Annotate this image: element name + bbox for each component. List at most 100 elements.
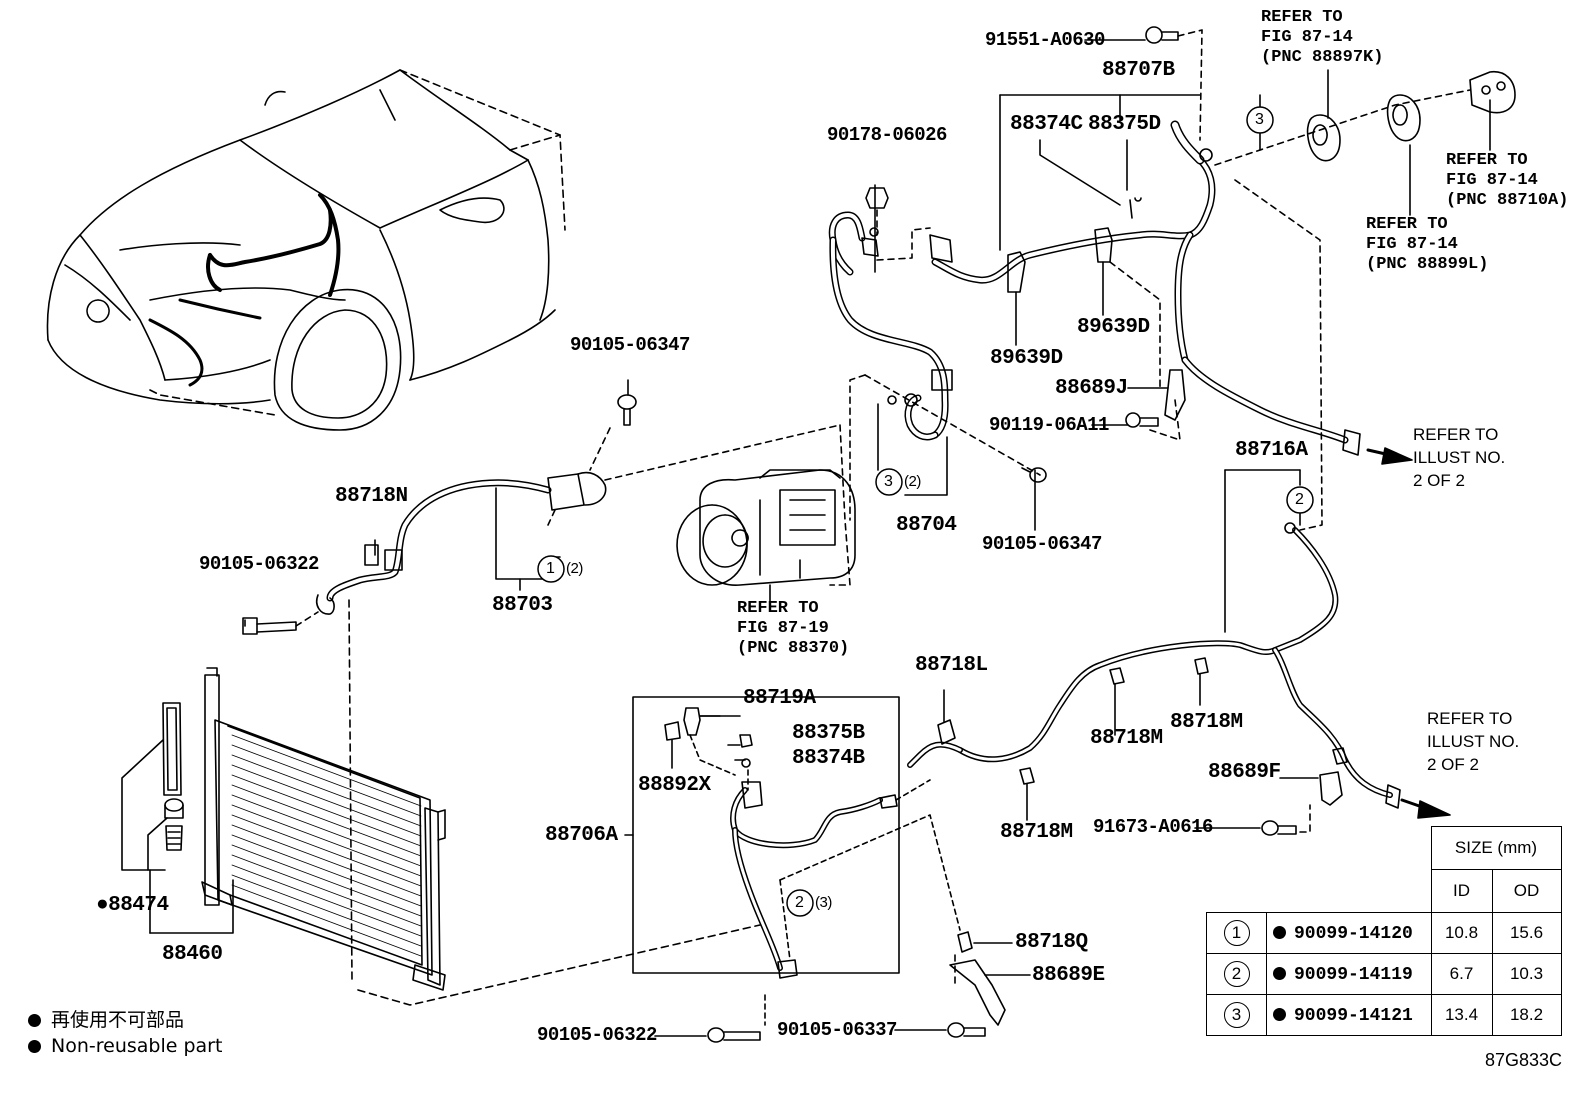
- cap-88375B: [739, 734, 753, 768]
- bracket-89639D: [1007, 227, 1113, 293]
- condenser-fins: [231, 734, 422, 957]
- callout-quantity: (2): [904, 473, 921, 490]
- part-label-90105-06322: 90105-06322: [199, 553, 319, 575]
- table-row: 3 90099-14121 13.4 18.2: [1206, 994, 1562, 1036]
- reference-note-illust-2: REFER TO ILLUST NO. 2 OF 2: [1413, 425, 1506, 490]
- callout-number: 3: [884, 473, 893, 490]
- oring-id: 13.4: [1430, 994, 1493, 1036]
- row-number: 1: [1223, 920, 1250, 946]
- bolt-91551-A0630: [1145, 26, 1179, 44]
- part-label-88374C: 88374C: [1010, 113, 1083, 136]
- legend-text-jp: 再使用不可部品: [51, 1009, 185, 1031]
- callout-number: 1: [546, 560, 555, 577]
- part-label-90119-06A11: 90119-06A11: [989, 414, 1109, 436]
- column-header-id: ID: [1430, 869, 1493, 913]
- part-label-88718N: 88718N: [335, 485, 408, 508]
- hose-88703-dashed: [295, 424, 841, 627]
- oring-callout-1: [537, 555, 565, 583]
- callout-number: 2: [795, 894, 804, 911]
- callout-quantity: (2): [566, 560, 583, 577]
- oring-od: 15.6: [1491, 912, 1562, 954]
- part-label-91673-A0616: 91673-A0616: [1093, 816, 1213, 838]
- part-label-88719A: 88719A: [743, 687, 816, 710]
- pipe-88707B-dashed: [1177, 29, 1471, 531]
- part-label-88374B: 88374B: [792, 747, 865, 770]
- reference-note-fig-87-14: REFER TO FIG 87-14 (PNC 88897K): [1261, 8, 1384, 67]
- oring-part-number: 90099-14120: [1294, 923, 1413, 944]
- row-number: 3: [1223, 1002, 1250, 1028]
- non-reusable-dot-icon: [28, 1014, 41, 1027]
- receiver-dryer-parts: [162, 702, 184, 851]
- non-reusable-dot-icon: [28, 1040, 41, 1053]
- o-ring-size-table: SIZE (mm) ID OD 1 90099-14120 10.8 15.6 …: [1206, 826, 1562, 1036]
- bracket-88689J: [1127, 369, 1186, 421]
- non-reusable-dot-icon: [1273, 1007, 1286, 1021]
- reference-note-illust-2: REFER TO ILLUST NO. 2 OF 2: [1427, 709, 1520, 774]
- hose-88703: [315, 471, 607, 615]
- non-reusable-dot-icon: [1273, 966, 1286, 980]
- oring-id: 10.8: [1430, 912, 1493, 954]
- condenser-dashed: [348, 599, 761, 1006]
- part-label-90105-06347: 90105-06347: [982, 533, 1102, 555]
- oring-callout-2-right: [1286, 486, 1314, 514]
- part-label-88718L: 88718L: [915, 654, 988, 677]
- figure-code: 87G833C: [1484, 1050, 1562, 1070]
- oring-part-number: 90099-14121: [1294, 1005, 1413, 1026]
- hose-88704-dashed: [849, 209, 1041, 521]
- pipe-88706A: [730, 781, 898, 979]
- oring-id: 6.7: [1430, 953, 1493, 995]
- oring-part-number: 90099-14119: [1294, 964, 1413, 985]
- o-ring-callouts: [537, 106, 1314, 917]
- condenser-leader: [121, 739, 234, 934]
- reference-note-fig-87-14: REFER TO FIG 87-14 (PNC 88710A): [1446, 151, 1569, 210]
- legend-text-en: Non-reusable part: [51, 1035, 223, 1057]
- part-label-88892X: 88892X: [638, 774, 711, 797]
- bolt-90105-06322-b: [654, 1027, 761, 1043]
- callout-number: 3: [1255, 111, 1264, 128]
- part-label-88718Q: 88718Q: [1015, 931, 1088, 954]
- cap-88892X: [664, 721, 681, 769]
- pipe-88716A: [907, 522, 1401, 809]
- part-label-88375B: 88375B: [792, 722, 865, 745]
- callout-number: 2: [1295, 491, 1304, 508]
- clip-88718Q: [957, 931, 1013, 953]
- condenser-88460: [201, 667, 446, 991]
- part-label-88716A: 88716A: [1235, 439, 1308, 462]
- oring-callout-3-top: [1246, 106, 1274, 134]
- reference-note-fig-87-19: REFER TO FIG 87-19 (PNC 88370): [737, 599, 850, 658]
- oring-od: 10.3: [1491, 953, 1562, 995]
- sensor-dashed: [1299, 804, 1311, 833]
- oring-callout-3-mid: [875, 468, 903, 496]
- compressor-dashed: [829, 424, 851, 586]
- size-header: SIZE (mm): [1430, 826, 1562, 870]
- bolt-90105-06347-a: [617, 394, 637, 426]
- part-label-88460: 88460: [162, 943, 223, 966]
- bracket-dashed: [1109, 261, 1181, 441]
- part-label-88703: 88703: [492, 594, 553, 617]
- part-label-88718M: 88718M: [1090, 727, 1163, 750]
- bracket-89639D-leaders: [1015, 261, 1104, 346]
- part-label-88718M: 88718M: [1000, 821, 1073, 844]
- sensor-88689F: [1279, 771, 1343, 806]
- oring-od: 18.2: [1491, 994, 1562, 1036]
- misc-leaders: [244, 39, 1146, 761]
- arrow-illust-b: [1400, 798, 1451, 819]
- part-label-88689J: 88689J: [1055, 377, 1128, 400]
- bolt-90105-06322-a: [242, 617, 297, 635]
- connector-leaders: [1327, 69, 1491, 216]
- bolt-90119-06A11: [1125, 412, 1159, 428]
- legend-non-reusable-en: Non-reusable part: [28, 1034, 222, 1058]
- vehicle-leader-lines: [149, 69, 566, 416]
- pipe-88716A-leader: [943, 469, 1301, 821]
- part-label-90105-06347: 90105-06347: [570, 334, 690, 356]
- arrow-illust-a: [1366, 447, 1413, 465]
- part-label-88689E: 88689E: [1032, 964, 1105, 987]
- legend-non-reusable-jp: 再使用不可部品: [28, 1008, 184, 1032]
- part-label-88689F: 88689F: [1208, 761, 1281, 784]
- part-label-89639D: 89639D: [1077, 316, 1150, 339]
- row-number: 2: [1223, 961, 1250, 987]
- bolt-90105-06347-b: [1021, 467, 1047, 483]
- part-label-88718M: 88718M: [1170, 711, 1243, 734]
- part-label-88707B: 88707B: [1102, 59, 1175, 82]
